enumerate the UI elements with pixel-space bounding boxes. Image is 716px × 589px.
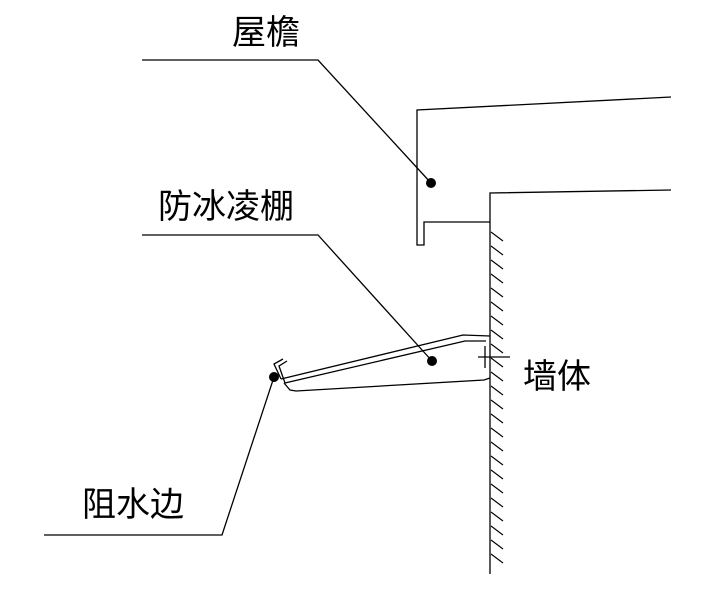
hatch-tick [490,441,504,452]
hatch-tick [490,301,504,312]
hatch-tick [490,483,504,494]
hatch-tick [490,497,504,508]
hatch-tick [490,399,504,410]
label-eave: 屋檐 [232,13,300,53]
water-stop-hook-inner [278,360,288,384]
hatch-tick [490,525,504,536]
hatch-tick [490,539,504,550]
hatch-tick [490,357,504,368]
eave-outline [416,96,672,246]
hatch-tick [490,245,504,256]
hatch-tick [490,469,504,480]
wall-hatching [490,231,504,564]
label-water-stop-edge: 阻水边 [82,485,184,525]
hatch-tick [490,259,504,270]
label-wall: 墙体 [523,357,591,397]
leader-eave [142,59,432,184]
eave-dot [426,178,436,188]
hatch-tick [490,329,504,340]
hatch-tick [490,343,504,354]
ice-shelf-bottom [283,377,491,392]
wall-top-outline [489,189,672,378]
hatch-tick [490,427,504,438]
hatch-tick [490,455,504,466]
leader-ice-shelf [142,234,433,362]
label-ice-shelf: 防冰凌棚 [158,187,294,227]
water-stop-hook [273,358,284,380]
hatch-tick [490,287,504,298]
leader-water-stop [44,376,275,536]
ice-shelf-top-inner [284,340,486,384]
hatch-tick [490,511,504,522]
hatch-tick [490,231,504,242]
hatch-tick [490,315,504,326]
ice-shelf-top [280,334,491,380]
hatch-tick [490,385,504,396]
water-stop-dot [269,372,279,382]
hatch-tick [490,273,504,284]
hatch-tick [490,413,504,424]
hatch-tick [490,553,504,564]
ice-shelf-dot [427,356,437,366]
hatch-tick [490,371,504,382]
